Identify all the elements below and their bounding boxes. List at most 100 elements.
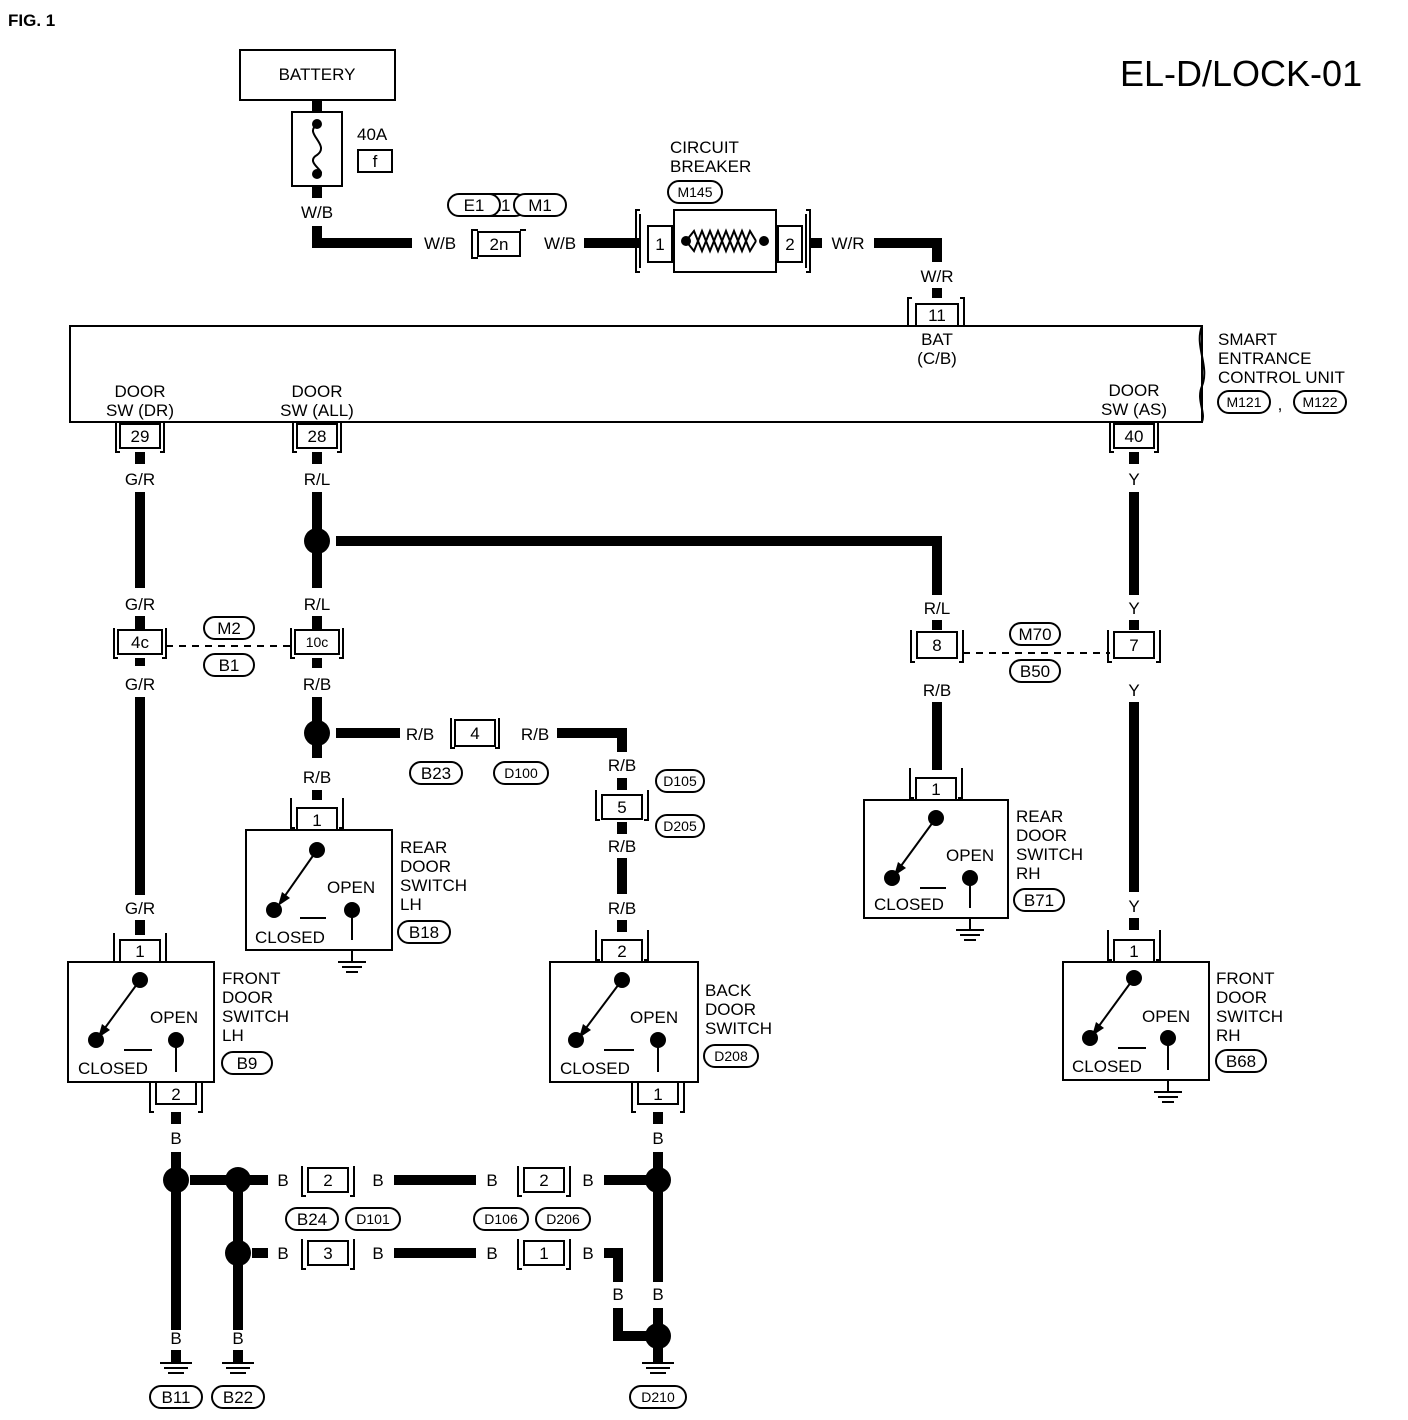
svg-text:R/B: R/B xyxy=(406,725,434,744)
svg-text:B71: B71 xyxy=(1024,891,1054,910)
svg-text:Y: Y xyxy=(1128,599,1139,618)
svg-text:R/B: R/B xyxy=(608,756,636,775)
svg-text:8: 8 xyxy=(932,636,941,655)
svg-text:B: B xyxy=(652,1129,663,1148)
svg-text:B22: B22 xyxy=(223,1388,253,1407)
svg-text:3: 3 xyxy=(323,1244,332,1263)
svg-text:DOOR: DOOR xyxy=(292,382,343,401)
svg-text:D210: D210 xyxy=(641,1389,675,1405)
svg-text:FRONT: FRONT xyxy=(1216,969,1275,988)
svg-text:B: B xyxy=(277,1171,288,1190)
svg-text:B: B xyxy=(486,1171,497,1190)
svg-text:2: 2 xyxy=(617,942,626,961)
svg-text:B: B xyxy=(170,1129,181,1148)
svg-text:LH: LH xyxy=(222,1026,244,1045)
svg-text:D106: D106 xyxy=(484,1211,518,1227)
svg-text:Y: Y xyxy=(1128,897,1139,916)
svg-text:R/B: R/B xyxy=(608,837,636,856)
pin-29: 29 xyxy=(115,422,165,453)
svg-text:B: B xyxy=(372,1171,383,1190)
svg-text:OPEN: OPEN xyxy=(327,878,375,897)
svg-text:BAT: BAT xyxy=(921,330,953,349)
svg-text:SW (DR): SW (DR) xyxy=(106,401,174,420)
svg-text:B24: B24 xyxy=(297,1210,327,1229)
svg-text:D105: D105 xyxy=(663,773,697,789)
svg-text:OPEN: OPEN xyxy=(630,1008,678,1027)
svg-text:DOOR: DOOR xyxy=(705,1000,756,1019)
svg-text:B23: B23 xyxy=(421,764,451,783)
svg-text:28: 28 xyxy=(308,427,327,446)
svg-text:DOOR: DOOR xyxy=(222,988,273,1007)
svg-text:40: 40 xyxy=(1125,427,1144,446)
svg-text:4c: 4c xyxy=(131,633,149,652)
svg-text:CLOSED: CLOSED xyxy=(1072,1057,1142,1076)
svg-text:ENTRANCE: ENTRANCE xyxy=(1218,349,1312,368)
svg-text:B1: B1 xyxy=(219,656,240,675)
svg-text:W/B: W/B xyxy=(544,234,576,253)
svg-text:2: 2 xyxy=(171,1085,180,1104)
svg-text:DOOR: DOOR xyxy=(1109,381,1160,400)
svg-text:Y: Y xyxy=(1128,470,1139,489)
svg-text:G/R: G/R xyxy=(125,470,155,489)
svg-text:DOOR: DOOR xyxy=(115,382,166,401)
svg-text:OPEN: OPEN xyxy=(150,1008,198,1027)
svg-text:SWITCH: SWITCH xyxy=(222,1007,289,1026)
svg-text:D208: D208 xyxy=(714,1048,748,1064)
svg-text:SWITCH: SWITCH xyxy=(1216,1007,1283,1026)
svg-text:Y: Y xyxy=(1128,681,1139,700)
svg-text:,: , xyxy=(1278,395,1283,414)
battery-box xyxy=(239,49,396,101)
svg-text:11: 11 xyxy=(928,306,946,325)
diagram-code: EL-D/LOCK-01 xyxy=(1120,53,1362,94)
svg-text:B68: B68 xyxy=(1226,1052,1256,1071)
svg-text:SMART: SMART xyxy=(1218,330,1277,349)
svg-text:B: B xyxy=(170,1329,181,1348)
svg-text:G/R: G/R xyxy=(125,595,155,614)
svg-text:1: 1 xyxy=(653,1085,662,1104)
svg-text:CLOSED: CLOSED xyxy=(255,928,325,947)
svg-text:B: B xyxy=(582,1244,593,1263)
pin-28: 28 xyxy=(292,422,342,453)
svg-text:BACK: BACK xyxy=(705,981,752,1000)
svg-text:(C/B): (C/B) xyxy=(917,349,957,368)
svg-text:B18: B18 xyxy=(409,923,439,942)
svg-text:OPEN: OPEN xyxy=(1142,1007,1190,1026)
svg-text:R/L: R/L xyxy=(304,595,330,614)
svg-text:M70: M70 xyxy=(1018,625,1051,644)
ground-d210: D210 xyxy=(629,1350,687,1409)
svg-text:W/R: W/R xyxy=(831,234,864,253)
svg-text:SW (ALL): SW (ALL) xyxy=(280,401,354,420)
svg-text:R/L: R/L xyxy=(304,470,330,489)
svg-text:1: 1 xyxy=(539,1244,548,1263)
svg-text:CLOSED: CLOSED xyxy=(560,1059,630,1078)
svg-text:OPEN: OPEN xyxy=(946,846,994,865)
svg-text:R/B: R/B xyxy=(521,725,549,744)
svg-text:SWITCH: SWITCH xyxy=(400,876,467,895)
svg-text:B: B xyxy=(232,1329,243,1348)
ground-b11: B11 xyxy=(149,1350,203,1409)
conn-m145: M145 xyxy=(677,184,712,200)
svg-text:REAR: REAR xyxy=(400,838,447,857)
svg-text:5: 5 xyxy=(617,798,626,817)
svg-text:E1: E1 xyxy=(464,196,485,215)
svg-text:7: 7 xyxy=(1129,636,1138,655)
svg-text:10c: 10c xyxy=(306,634,329,650)
smart-entrance-control-unit xyxy=(69,325,1203,423)
svg-text:M122: M122 xyxy=(1302,394,1337,410)
svg-text:G/R: G/R xyxy=(125,899,155,918)
fuse-id: f xyxy=(373,152,378,171)
svg-text:DOOR: DOOR xyxy=(400,857,451,876)
svg-text:W/B: W/B xyxy=(424,234,456,253)
svg-text:D205: D205 xyxy=(663,818,697,834)
svg-text:SWITCH: SWITCH xyxy=(1016,845,1083,864)
svg-text:B: B xyxy=(652,1285,663,1304)
svg-text:BREAKER: BREAKER xyxy=(670,157,751,176)
svg-text:4: 4 xyxy=(470,724,479,743)
fuse-rating: 40A xyxy=(357,125,388,144)
svg-text:M2: M2 xyxy=(217,619,241,638)
svg-text:D206: D206 xyxy=(546,1211,580,1227)
svg-text:M121: M121 xyxy=(1226,394,1261,410)
fig-label: FIG. 1 xyxy=(8,11,55,30)
svg-text:CLOSED: CLOSED xyxy=(78,1059,148,1078)
